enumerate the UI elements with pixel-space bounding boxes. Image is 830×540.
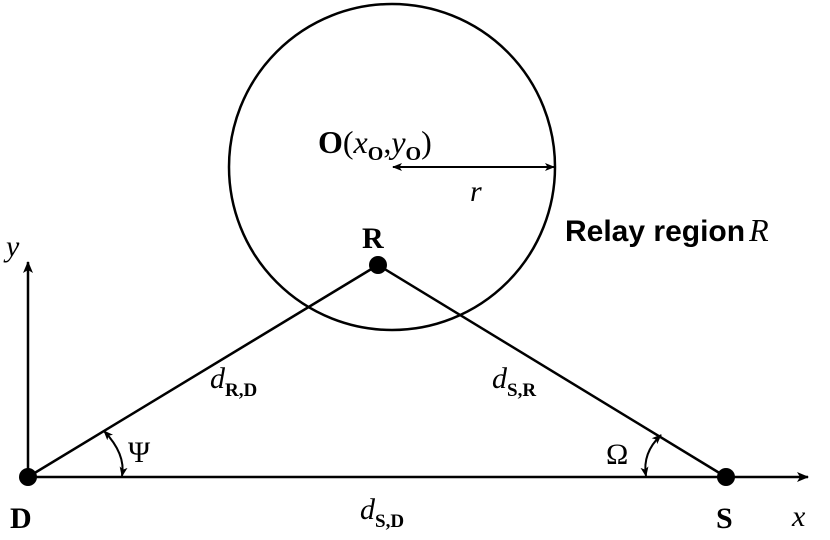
- center-y-sub: O: [406, 143, 422, 165]
- distance-sr-var: d: [492, 362, 508, 395]
- relay-region-text: Relay region: [565, 215, 745, 248]
- x-axis-label: x: [791, 500, 806, 533]
- radius-label: r: [470, 175, 482, 208]
- center-label: O(xO,yO): [318, 124, 432, 165]
- center-sep: ,: [383, 124, 391, 160]
- node-relay-label: R: [362, 222, 384, 255]
- node-source-label: S: [716, 502, 733, 535]
- y-axis-label: y: [3, 230, 20, 263]
- angle-omega-label: Ω: [606, 438, 628, 471]
- center-close-paren: ): [421, 124, 432, 160]
- angle-psi-arc: [103, 430, 128, 477]
- relay-region-label: Relay region R: [565, 212, 769, 248]
- center-x-sub: O: [368, 143, 384, 165]
- node-origin-label: D: [10, 502, 32, 535]
- center-x-var: x: [353, 124, 368, 160]
- node-source-dot: [717, 468, 735, 486]
- node-origin-dot: [19, 468, 37, 486]
- distance-sd-sub: S,D: [375, 511, 404, 532]
- center-prefix: O: [318, 124, 343, 160]
- line-relay-to-source: [377, 263, 727, 479]
- angle-omega-arc: [640, 434, 662, 477]
- center-y-var: y: [388, 124, 406, 160]
- distance-sd-var: d: [360, 493, 376, 526]
- node-relay-dot: [369, 256, 387, 274]
- distance-sd-label: dS,D: [360, 493, 404, 532]
- angle-psi-label: Ψ: [128, 436, 151, 469]
- distance-sr-sub: S,R: [507, 380, 536, 401]
- distance-sr-label: dS,R: [492, 362, 536, 401]
- relay-region-circle: [227, 2, 557, 332]
- relay-region-symbol: R: [748, 212, 769, 248]
- distance-rd-sub: R,D: [225, 380, 257, 401]
- line-relay-to-origin: [27, 263, 379, 479]
- center-open-paren: (: [343, 124, 354, 160]
- distance-rd-var: d: [210, 362, 226, 395]
- distance-rd-label: dR,D: [210, 362, 257, 401]
